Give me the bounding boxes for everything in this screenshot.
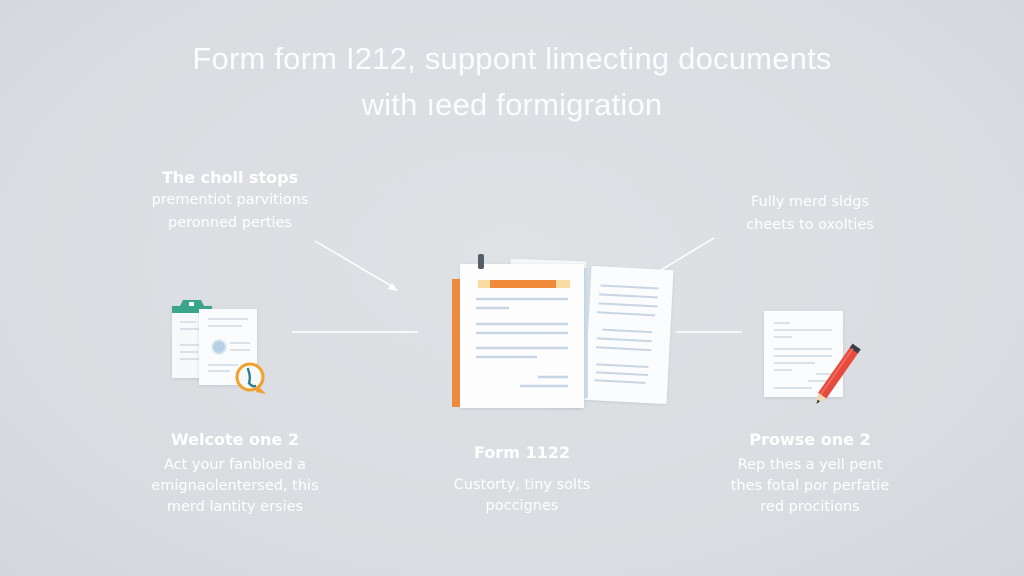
title-line-2: with ıeed formigration [361,87,663,122]
title-line-1: Form form I212, suppont limecting docume… [192,41,832,76]
callout-text: prementiot parvitions [151,192,309,208]
step-text: thes fotal por perfatie [730,478,890,494]
step-text: red procitions [760,499,860,515]
step-heading: Prowse one 2 [749,430,871,449]
step-text: Custorty, tiny solts [453,477,591,493]
page-title: Form form I212, suppont limecting docume… [0,36,1024,128]
document-with-pencil-icon [764,311,861,404]
step-text: merd lantity ersies [166,499,304,515]
arrow-connector [314,240,394,288]
callout-top-left: The choll stops prementiot parvitions pe… [110,166,350,235]
step-text: emignaolentersed, this [151,478,319,494]
callout-top-right: Fully merd sldgs cheets to oxolties [690,191,930,237]
step-text: Act your fanbloed a [163,457,307,473]
step-2-caption: Form 1122 Custorty, tiny solts poccignes [412,442,632,517]
documents-with-magnifier-icon [172,300,266,394]
step-3-caption: Prowse one 2 Rep thes a yell pent thes f… [685,429,935,518]
callout-text: cheets to oxolties [746,217,874,233]
connector-line-top-right [655,237,715,274]
step-1-caption: Welcote one 2 Act your fanbloed a emigna… [110,429,360,518]
callout-heading: The choll stops [161,168,299,187]
arrow-head-icon [388,283,398,291]
form-stack-icon [452,254,674,408]
callout-text: peronned perties [167,215,293,231]
step-text: poccignes [485,498,559,514]
step-heading: Form 1122 [474,443,570,462]
step-text: Rep thes a yell pent [737,457,883,473]
callout-text: Fully merd sldgs [750,194,870,210]
step-heading: Welcote one 2 [171,430,299,449]
